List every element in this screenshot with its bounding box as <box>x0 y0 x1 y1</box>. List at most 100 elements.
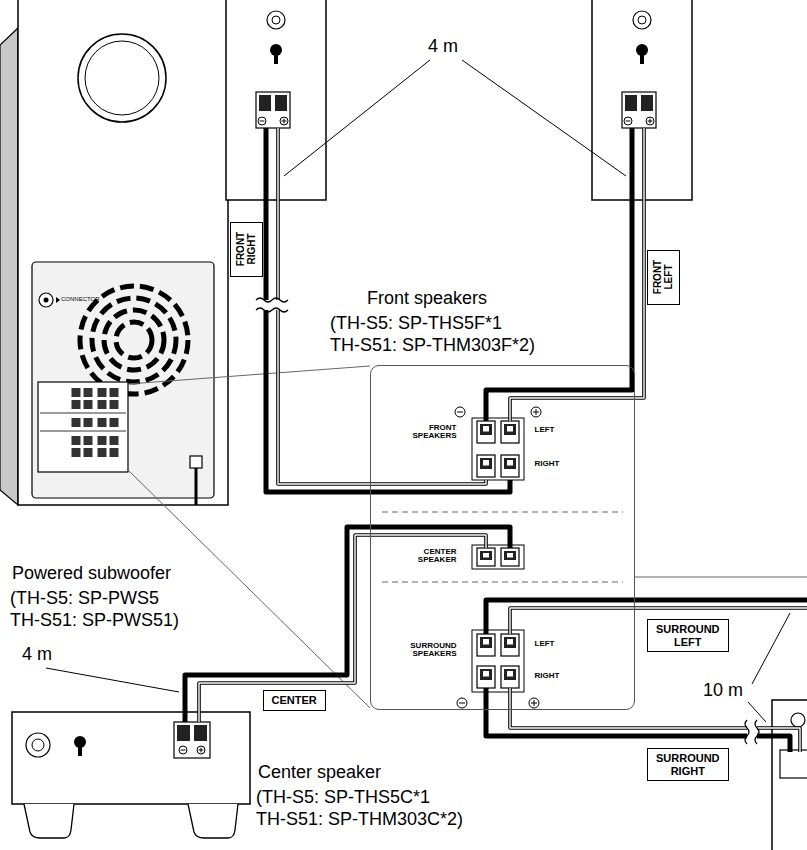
break-mark <box>256 308 288 312</box>
terminal-block <box>472 545 524 569</box>
terminal <box>477 421 495 443</box>
front-right-cable <box>266 128 510 492</box>
speaker-hole-inner <box>638 16 646 24</box>
terminal-hole <box>483 553 489 558</box>
speaker-terminal <box>256 92 290 128</box>
tag-text: SURROUND LEFT <box>656 623 720 648</box>
sub-terminal <box>84 436 93 445</box>
leader-line <box>752 613 790 684</box>
terminal-label: LEFT <box>535 640 555 649</box>
zoom-line <box>128 470 370 708</box>
keyhole-slot <box>274 50 278 64</box>
symbol-stroke <box>626 121 631 122</box>
terminal-lever <box>194 725 207 741</box>
terminal-lever <box>504 637 516 648</box>
cable-tag: SURROUND RIGHT <box>647 748 729 781</box>
speaker-terminal <box>174 722 210 758</box>
sub-terminal <box>84 448 93 457</box>
terminal-label: RIGHT <box>535 460 560 469</box>
terminal-lever <box>504 551 516 560</box>
connector-socket <box>39 293 53 307</box>
keyhole-slot <box>640 50 644 64</box>
terminal-label: SURROUND SPEAKERS <box>410 642 456 660</box>
zoom-line <box>635 577 807 578</box>
front-left-cable-core <box>510 128 644 421</box>
connector-label: CONNECTOR <box>61 296 100 303</box>
symbol-stroke <box>201 748 202 753</box>
terminal-lever <box>480 669 492 680</box>
bass-port-inner <box>85 41 159 115</box>
minus-symbol <box>258 117 266 125</box>
surround-right-cable <box>510 688 800 752</box>
sub-terminal <box>84 400 93 409</box>
terminal-lever <box>275 95 287 111</box>
length-label: 4 m <box>22 644 52 666</box>
leader-line <box>284 60 430 176</box>
sub-terminal <box>72 418 81 427</box>
speaker-hole-inner <box>32 739 44 751</box>
sub-terminal <box>110 418 119 427</box>
terminal <box>501 421 519 443</box>
speaker-terminal <box>622 92 656 128</box>
terminal-label: RIGHT <box>535 672 560 681</box>
speaker-hole <box>26 733 50 757</box>
sub-terminal <box>98 400 107 409</box>
fan-grille <box>104 310 164 370</box>
plus-symbol <box>280 117 288 125</box>
connector-arrow <box>56 297 60 303</box>
cord-bushing <box>190 456 202 468</box>
plus-symbol <box>529 698 539 708</box>
terminal-hole <box>507 671 513 677</box>
terminal-lever <box>504 669 516 680</box>
terminal-lever <box>480 551 492 560</box>
model-numbers: (TH-S5: SP-THS5F*1 TH-S51: SP-THM303F*2) <box>330 313 536 356</box>
terminal-hole <box>507 460 513 466</box>
tag-text: CENTER <box>272 694 317 707</box>
connector-pin <box>44 298 49 303</box>
model-numbers: (TH-S5: SP-PWS5 TH-S51: SP-PWS51) <box>10 588 180 631</box>
sub-terminal <box>110 388 119 397</box>
leader-line <box>748 702 766 722</box>
minus-symbol <box>455 407 465 417</box>
cable-tag: CENTER <box>263 690 326 711</box>
terminal-hole <box>507 426 513 432</box>
sub-terminal <box>110 448 119 457</box>
tag-text: FRONT RIGHT <box>235 232 257 266</box>
break-mark <box>745 720 749 744</box>
minus-symbol <box>624 117 632 125</box>
front-speaker <box>592 0 692 200</box>
terminal-label: FRONT SPEAKERS <box>412 424 456 442</box>
symbol-stroke <box>534 700 535 706</box>
sub-terminal <box>110 436 119 445</box>
speaker-terminal <box>780 750 807 778</box>
dashed-divider <box>382 581 623 582</box>
length-label: 10 m <box>703 680 743 702</box>
subwoofer-side <box>0 28 18 505</box>
terminal <box>501 455 519 477</box>
terminal-lever <box>480 637 492 648</box>
sub-terminal <box>84 418 93 427</box>
terminal <box>477 548 495 566</box>
terminal-block <box>472 630 524 692</box>
leader-line <box>462 60 626 176</box>
terminal-lever <box>504 424 516 435</box>
speaker-hole <box>791 713 805 727</box>
sub-terminal <box>84 388 93 397</box>
length-label: 4 m <box>428 36 458 58</box>
sub-terminal <box>98 418 107 427</box>
fan-grille <box>92 298 176 382</box>
sub-divider <box>40 431 126 432</box>
sub-terminal <box>110 400 119 409</box>
front-left-cable <box>486 128 632 421</box>
terminal <box>477 455 495 477</box>
symbol-stroke <box>457 412 463 413</box>
sub-terminal-block <box>38 382 128 472</box>
sub-terminal <box>72 436 81 445</box>
speaker-hole-inner <box>272 16 280 24</box>
sub-terminal <box>98 388 107 397</box>
terminal-hole <box>483 426 489 432</box>
terminal-block <box>472 418 524 480</box>
symbol-stroke <box>536 409 537 415</box>
plus-symbol <box>197 746 205 754</box>
